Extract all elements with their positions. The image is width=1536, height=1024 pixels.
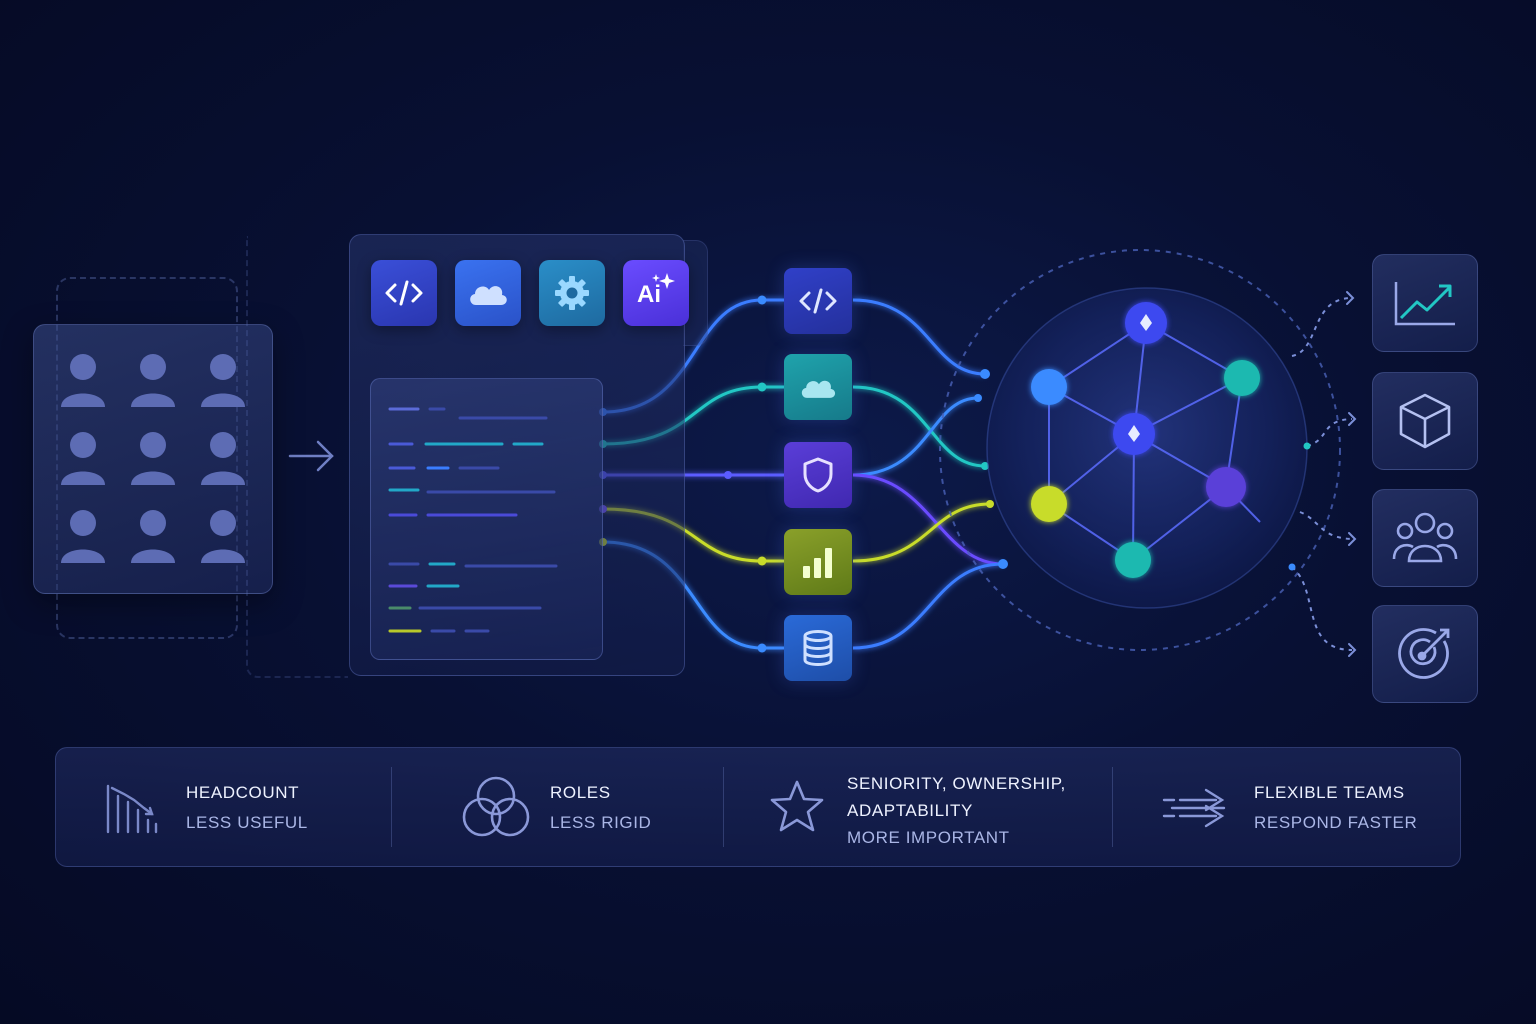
- highlight-flexible-title: FLEXIBLE TEAMS: [1254, 783, 1405, 802]
- outcome-arrows: [1291, 297, 1353, 651]
- person-icon: [201, 510, 245, 563]
- service-tile-analytics[interactable]: [784, 529, 852, 595]
- highlight-headcount-subtitle: LESS USEFUL: [186, 813, 308, 832]
- cloud-icon: [801, 380, 836, 398]
- app-tile-cloud[interactable]: [455, 260, 521, 326]
- outcome-tile-target[interactable]: [1372, 605, 1478, 703]
- network-orb-outline: [939, 249, 1341, 651]
- app-tile-code[interactable]: [371, 260, 437, 326]
- highlight-seniority-title-line2: ADAPTABILITY: [847, 801, 973, 820]
- ai-sparkle-icon: Ai: [634, 271, 678, 315]
- gear-icon: [555, 276, 589, 310]
- team-icon: [1392, 512, 1458, 563]
- service-tile-code[interactable]: [784, 268, 852, 334]
- highlights-bar: [55, 747, 1461, 867]
- code-icon: [385, 280, 423, 306]
- outcome-tile-growth[interactable]: [1372, 254, 1478, 352]
- highlight-roles-title: ROLES: [550, 783, 611, 802]
- venn-icon: [462, 776, 530, 837]
- app-tile-ai[interactable]: Ai: [623, 260, 689, 326]
- person-icon: [61, 354, 105, 407]
- database-icon: [803, 630, 833, 666]
- person-icon: [131, 510, 175, 563]
- service-tile-security[interactable]: [784, 442, 852, 508]
- person-icon: [131, 354, 175, 407]
- target-icon: [1398, 628, 1450, 679]
- bar-chart-icon: [803, 548, 832, 578]
- divider: [723, 767, 724, 847]
- declining-bars-icon: [106, 784, 158, 834]
- highlight-flexible-subtitle: RESPOND FASTER: [1254, 813, 1418, 832]
- divider: [391, 767, 392, 847]
- ai-label: Ai: [637, 281, 661, 308]
- service-tile-database[interactable]: [784, 615, 852, 681]
- shield-icon: [803, 457, 833, 493]
- highlight-headcount-title: HEADCOUNT: [186, 783, 300, 802]
- fast-arrows-icon: [1162, 788, 1226, 828]
- code-lines: [388, 407, 558, 633]
- service-tile-cloud[interactable]: [784, 354, 852, 420]
- person-icon: [61, 432, 105, 485]
- code-editor-panel: [370, 378, 603, 660]
- trend-up-icon: [1394, 282, 1455, 326]
- outcome-tile-team[interactable]: [1372, 489, 1478, 587]
- flow-arrow: [288, 440, 334, 472]
- person-icon: [201, 432, 245, 485]
- person-icon: [61, 510, 105, 563]
- team-panel: [33, 324, 273, 594]
- highlight-roles-subtitle: LESS RIGID: [550, 813, 652, 832]
- people-grid: [61, 354, 245, 563]
- cloud-icon: [470, 286, 507, 305]
- app-tile-settings[interactable]: [539, 260, 605, 326]
- code-icon: [799, 288, 837, 314]
- cube-icon: [1399, 393, 1451, 449]
- person-icon: [131, 432, 175, 485]
- divider: [1112, 767, 1113, 847]
- window-ghost: [246, 236, 348, 678]
- network-nodes: [1031, 302, 1260, 578]
- person-icon: [201, 354, 245, 407]
- highlight-seniority-title-line1: SENIORITY, OWNERSHIP,: [847, 774, 1066, 793]
- highlight-seniority-subtitle: MORE IMPORTANT: [847, 828, 1010, 847]
- outcome-tile-product[interactable]: [1372, 372, 1478, 470]
- star-icon: [770, 780, 824, 832]
